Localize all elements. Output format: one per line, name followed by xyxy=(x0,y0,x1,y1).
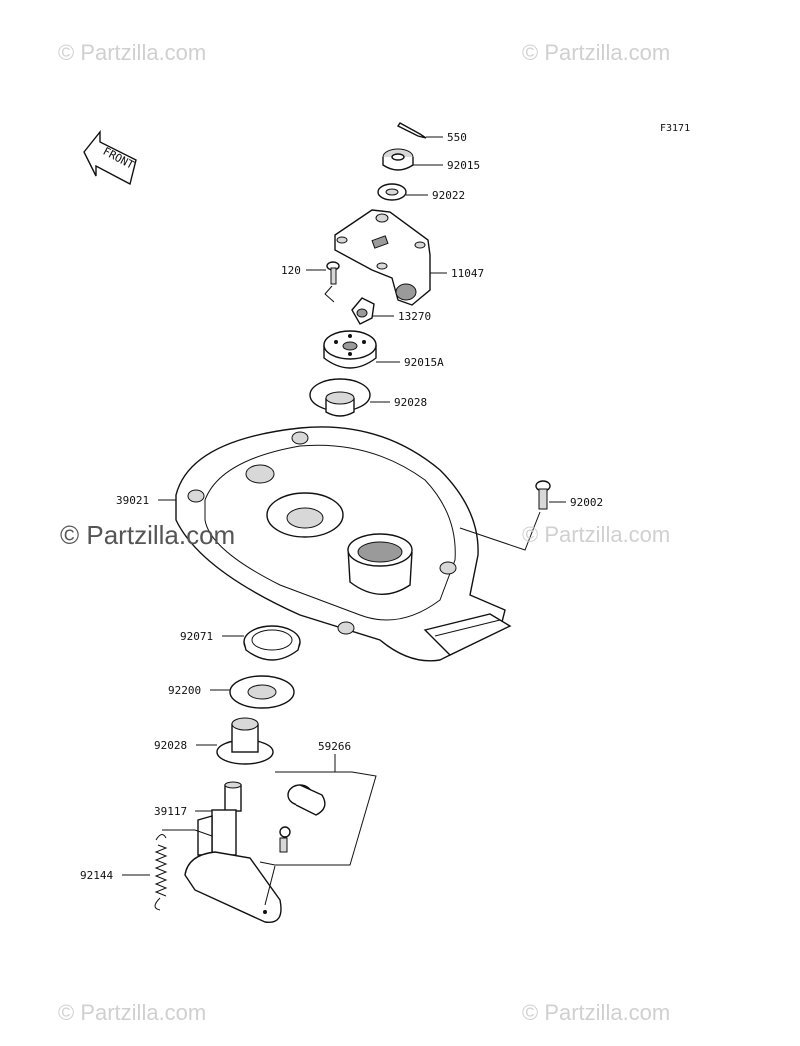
plate-39021[interactable] xyxy=(158,426,512,662)
label-92015[interactable]: 92015 xyxy=(447,159,480,172)
watermark-top-left: © Partzilla.com xyxy=(58,40,207,65)
seal-92071[interactable] xyxy=(222,625,301,661)
label-59266[interactable]: 59266 xyxy=(318,740,351,753)
figure-code: F3171 xyxy=(660,123,690,134)
washer-92200[interactable] xyxy=(210,675,295,709)
spring-92144[interactable] xyxy=(122,829,213,911)
castle-nut-92015[interactable] xyxy=(382,148,443,171)
cotter-pin-550[interactable] xyxy=(396,122,443,139)
label-11047[interactable]: 11047 xyxy=(451,267,484,280)
label-92144[interactable]: 92144 xyxy=(80,869,113,882)
bolt-92002[interactable] xyxy=(459,480,566,551)
label-92022[interactable]: 92022 xyxy=(432,189,465,202)
watermark-center-right: © Partzilla.com xyxy=(522,522,671,547)
label-39117[interactable]: 39117 xyxy=(154,805,187,818)
bolt-120[interactable] xyxy=(306,261,340,303)
label-92028-bottom[interactable]: 92028 xyxy=(154,739,187,752)
bracket-11047[interactable] xyxy=(334,209,447,306)
washer-92022[interactable] xyxy=(377,183,428,201)
watermark-center-left: © Partzilla.com xyxy=(60,520,236,550)
label-39021[interactable]: 39021 xyxy=(116,494,149,507)
watermark-bottom-left: © Partzilla.com xyxy=(58,1000,207,1025)
joint-assembly-59266[interactable] xyxy=(259,754,377,906)
pivot-block-13270[interactable] xyxy=(351,297,394,325)
label-120[interactable]: 120 xyxy=(281,264,301,277)
watermark-top-right: © Partzilla.com xyxy=(522,40,671,65)
label-92002[interactable]: 92002 xyxy=(570,496,603,509)
label-550[interactable]: 550 xyxy=(447,131,467,144)
label-92028-top[interactable]: 92028 xyxy=(394,396,427,409)
label-92015A[interactable]: 92015A xyxy=(404,356,444,369)
front-arrow: FRONT xyxy=(83,130,137,186)
label-92200[interactable]: 92200 xyxy=(168,684,201,697)
watermark-bottom-right: © Partzilla.com xyxy=(522,1000,671,1025)
label-13270[interactable]: 13270 xyxy=(398,310,431,323)
nut-92015A[interactable] xyxy=(323,330,400,369)
bushing-92028-top[interactable] xyxy=(309,378,390,417)
bushing-92028-bottom[interactable] xyxy=(196,717,274,765)
shaft-39117[interactable] xyxy=(184,781,282,924)
label-92071[interactable]: 92071 xyxy=(180,630,213,643)
